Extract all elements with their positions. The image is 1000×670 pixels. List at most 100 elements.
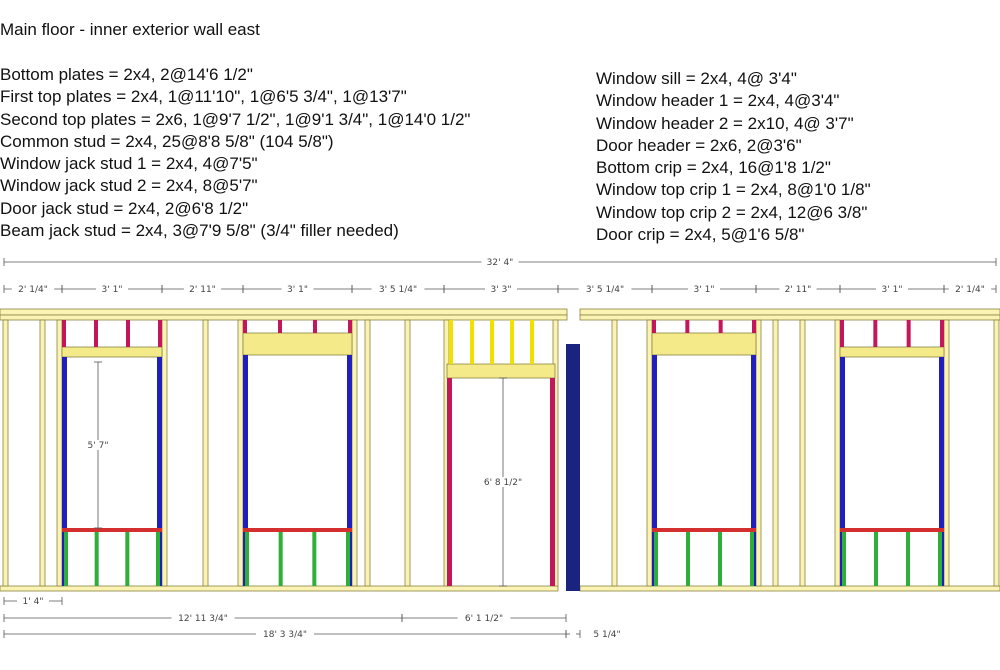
dimension-label: 2' 1/4" [955, 285, 985, 295]
window-3-king-stud [646, 319, 653, 587]
dimension-label: 6' 1 1/2" [465, 614, 503, 624]
dimension-label: 2' 1/4" [18, 285, 48, 295]
dimension-label: 3' 1" [287, 285, 308, 295]
page-title: Main floor - inner exterior wall east [0, 20, 260, 39]
window-top-crip [313, 320, 317, 333]
window-1-king-stud [161, 319, 168, 587]
material-item: Beam jack stud = 2x4, 3@7'9 5/8" (3/4" f… [0, 221, 399, 241]
material-item: Window top crip 2 = 2x4, 12@6 3/8" [596, 202, 868, 222]
window-1-king-stud [56, 319, 63, 587]
materials-list-left: Bottom plates = 2x4, 2@14'6 1/2"First to… [0, 64, 470, 242]
dimension-label: 18' 3 3/4" [263, 630, 307, 640]
window-bottom-crip [842, 532, 846, 586]
common-stud [202, 319, 209, 587]
window-jack-stud [157, 357, 162, 586]
window-2-king-stud [237, 319, 244, 587]
door-jack-stud [447, 378, 452, 586]
window-top-crip [906, 320, 911, 347]
window-top-crip [126, 320, 130, 347]
dimension-label: 2' 11" [785, 285, 812, 295]
window-jack-stud [62, 357, 67, 586]
material-item: Window top crip 1 = 2x4, 8@1'0 1/8" [596, 180, 871, 200]
door-top-crip [449, 320, 453, 364]
window-bottom-crip [654, 532, 658, 586]
window-bottom-crip [156, 532, 160, 586]
common-stud [2, 319, 9, 587]
window-bottom-crip [346, 532, 350, 586]
dimension-label: 3' 5 1/4" [379, 285, 417, 295]
dimension-label: 1' 4" [23, 597, 44, 607]
bottom-plate-right [579, 585, 1000, 592]
window-jack-stud [243, 355, 248, 586]
window-bottom-crip [245, 532, 249, 586]
window-bottom-crip [686, 532, 690, 586]
second-top-plate-right [579, 314, 1000, 321]
material-item: Door crip = 2x4, 5@1'6 5/8" [596, 225, 805, 245]
window-bottom-crip [64, 532, 68, 586]
dimension-label: 32' 4" [487, 258, 514, 268]
window-4-king-stud [834, 319, 841, 587]
dimension-label: 3' 1" [882, 285, 903, 295]
window-top-crip [718, 320, 723, 333]
common-stud [772, 319, 779, 587]
door-top-crip [490, 320, 494, 364]
window-top-crip [840, 320, 844, 347]
window-header [242, 332, 353, 356]
window-jack-stud [751, 355, 756, 586]
material-item: Window jack stud 1 = 2x4, 4@7'5" [0, 154, 258, 174]
window-2-king-stud [351, 319, 358, 587]
window-3-king-stud [755, 319, 762, 587]
window-sill [652, 528, 756, 532]
material-item: Door jack stud = 2x4, 2@6'8 1/2" [0, 198, 249, 218]
window-header [61, 346, 163, 358]
dimension-label: 12' 11 3/4" [178, 614, 228, 624]
material-item: Second top plates = 2x6, 1@9'7 1/2", 1@9… [0, 109, 471, 129]
window-top-crip [158, 320, 162, 347]
common-stud [404, 319, 411, 587]
window-bottom-crip [125, 532, 130, 586]
door-top-crip [470, 320, 474, 364]
window-header [839, 346, 945, 358]
window-top-crip [873, 320, 878, 347]
window-jack-stud [840, 357, 845, 586]
window-bottom-crip [718, 532, 722, 586]
dimension-label: 2' 11" [189, 285, 216, 295]
dimension-label: 3' 5 1/4" [586, 285, 624, 295]
window-top-crip [278, 320, 282, 333]
door-jack-stud [550, 378, 555, 586]
bottom-plate-left [0, 585, 559, 592]
top-plate-right [579, 308, 1000, 316]
window-sill [243, 528, 352, 532]
window-top-crip [685, 320, 690, 333]
window-bottom-crip [278, 532, 283, 586]
dimension-label: 5 1/4" [593, 630, 620, 640]
dimension-label: 5' 7" [88, 441, 109, 451]
top-plate-left [0, 308, 568, 316]
window-top-crip [348, 320, 352, 333]
material-item: Window header 1 = 2x4, 4@3'4" [596, 91, 840, 111]
dimension-label: 3' 1" [694, 285, 715, 295]
beam-jack-studs [566, 344, 580, 591]
common-stud [364, 319, 371, 587]
window-bottom-crip [94, 532, 99, 586]
material-item: Bottom crip = 2x4, 16@1'8 1/2" [596, 158, 831, 178]
window-top-crip [752, 320, 756, 333]
common-stud [799, 319, 806, 587]
window-jack-stud [939, 357, 944, 586]
common-stud [611, 319, 618, 587]
material-item: Window sill = 2x4, 4@ 3'4" [596, 69, 797, 88]
material-item: Window jack stud 2 = 2x4, 8@5'7" [0, 176, 258, 196]
window-top-crip [94, 320, 98, 347]
window-jack-stud [347, 355, 352, 586]
material-item: Common stud = 2x4, 25@8'8 5/8" (104 5/8"… [0, 131, 334, 151]
window-bottom-crip [906, 532, 910, 586]
window-jack-stud [652, 355, 657, 586]
window-top-crip [62, 320, 66, 347]
materials-list-right: Window sill = 2x4, 4@ 3'4" Window header … [596, 68, 871, 246]
window-bottom-crip [312, 532, 317, 586]
material-item: Window header 2 = 2x10, 4@ 3'7" [596, 113, 854, 133]
second-top-plate-left [0, 314, 568, 321]
window-4-king-stud [943, 319, 950, 587]
window-sill [62, 528, 162, 532]
material-item: First top plates = 2x4, 1@11'10", 1@6'5 … [0, 87, 407, 107]
